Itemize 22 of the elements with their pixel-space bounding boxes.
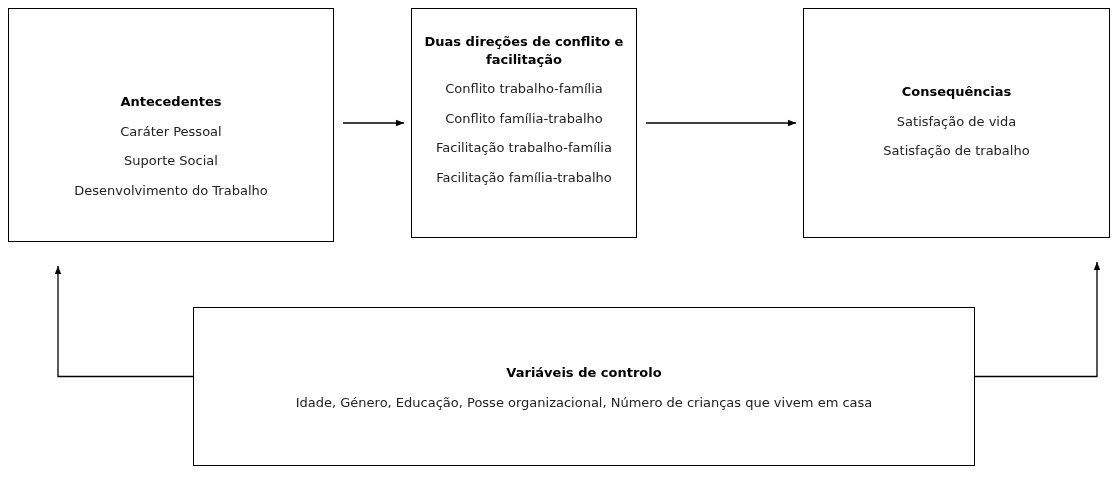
- box-item: Desenvolvimento do Trabalho: [74, 181, 268, 200]
- box-heading: Antecedentes: [120, 93, 222, 111]
- box-item: Conflito trabalho-família: [445, 80, 603, 98]
- box-item: Satisfação de vida: [896, 112, 1017, 131]
- box-item: Conflito família-trabalho: [445, 109, 603, 128]
- text-box: [193, 307, 975, 466]
- text-box: [803, 8, 1110, 238]
- arrow: [54, 265, 194, 378]
- box-item: Caráter Pessoal: [120, 122, 222, 141]
- box-item: Idade, Género, Educação, Posse organizacional, Número de crianças que vivem em casa: [295, 393, 873, 412]
- arrow: [974, 261, 1101, 378]
- box-heading: Variáveis de controlo: [506, 364, 662, 382]
- text-box: [8, 8, 334, 242]
- text-box: [411, 8, 637, 238]
- box-item: Facilitação família-trabalho: [436, 168, 612, 187]
- box-heading: Consequências: [901, 83, 1012, 101]
- arrow: [342, 119, 405, 127]
- box-item: Facilitação trabalho-família: [436, 139, 612, 157]
- arrow: [645, 119, 797, 127]
- box-item: Suporte Social: [124, 152, 218, 170]
- box-heading: Duas direções de conflito e facilitação: [424, 33, 624, 69]
- box-item: Satisfação de trabalho: [883, 142, 1030, 160]
